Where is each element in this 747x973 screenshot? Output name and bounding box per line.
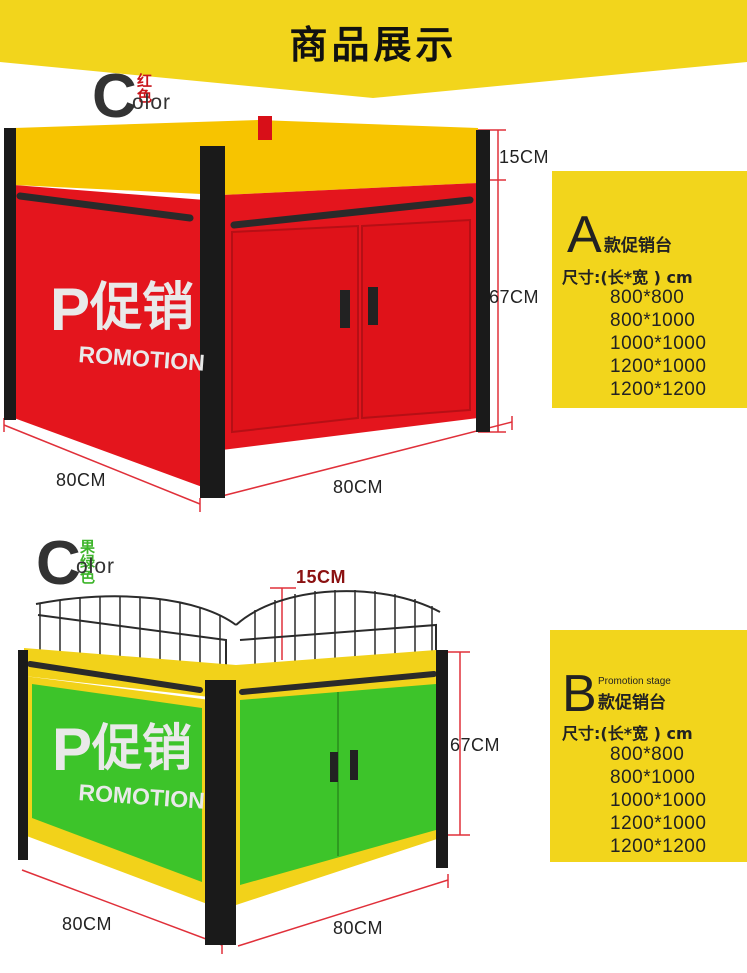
color-letter: C — [36, 529, 81, 598]
panel-letter-b: P — [52, 716, 92, 783]
size-item: 800*800 — [610, 287, 685, 308]
size-item: 1200*1200 — [610, 379, 707, 400]
dim-width-right-a: 80CM — [333, 477, 384, 497]
info-name-b: 款促销台 — [598, 693, 666, 713]
panel-cn-a: 促销 — [89, 278, 194, 338]
size-item: 800*1000 — [610, 767, 696, 788]
color-name-green: 果绿色 — [80, 538, 96, 586]
panel-cn-b: 促销 — [91, 719, 192, 777]
color-letter: C — [92, 62, 137, 131]
dim-height-top-b: 15CM — [296, 567, 347, 587]
info-box-b: B Promotion stage 款促销台 尺寸:(长*宽 ) cm 800*… — [550, 630, 747, 862]
size-item: 800*1000 — [610, 310, 696, 331]
info-letter-a: A — [567, 206, 602, 264]
page-title: 商品展示 — [289, 23, 458, 67]
dim-width-left-a: 80CM — [56, 470, 107, 490]
info-box-a: A 款促销台 尺寸:(长*宽 ) cm 800*800 800*1000 100… — [552, 171, 747, 408]
dim-height-top-a: 15CM — [499, 147, 550, 167]
size-item: 1200*1000 — [610, 813, 707, 834]
info-name-a: 款促销台 — [604, 236, 672, 256]
dim-width-left-b: 80CM — [62, 914, 113, 934]
size-item: 800*800 — [610, 744, 685, 765]
dimension-lines-b — [21, 587, 470, 954]
size-list-a: 800*800 800*1000 1000*1000 1200*1000 120… — [610, 286, 706, 401]
color-word: olor — [132, 91, 172, 114]
color-word: olor — [76, 555, 116, 578]
size-list-b: 800*800 800*1000 1000*1000 1200*1000 120… — [610, 743, 706, 858]
info-letter-b: B — [562, 665, 597, 723]
dim-height-body-a: 67CM — [489, 287, 540, 307]
banner-shape — [0, 0, 747, 98]
color-name-red: 红色 — [137, 72, 153, 105]
size-item: 1000*1000 — [610, 333, 707, 354]
info-stage-b: Promotion stage — [598, 676, 671, 687]
info-size-label-a: 尺寸:(长*宽 ) cm — [562, 268, 693, 287]
size-item: 1200*1200 — [610, 836, 707, 857]
info-size-label-b: 尺寸:(长*宽 ) cm — [562, 724, 693, 743]
header-banner: 商品展示 — [0, 0, 747, 98]
dim-width-right-b: 80CM — [333, 918, 384, 938]
size-item: 1200*1000 — [610, 356, 707, 377]
panel-letter-a: P — [50, 276, 90, 343]
dim-height-body-b: 67CM — [450, 735, 501, 755]
size-item: 1000*1000 — [610, 790, 707, 811]
